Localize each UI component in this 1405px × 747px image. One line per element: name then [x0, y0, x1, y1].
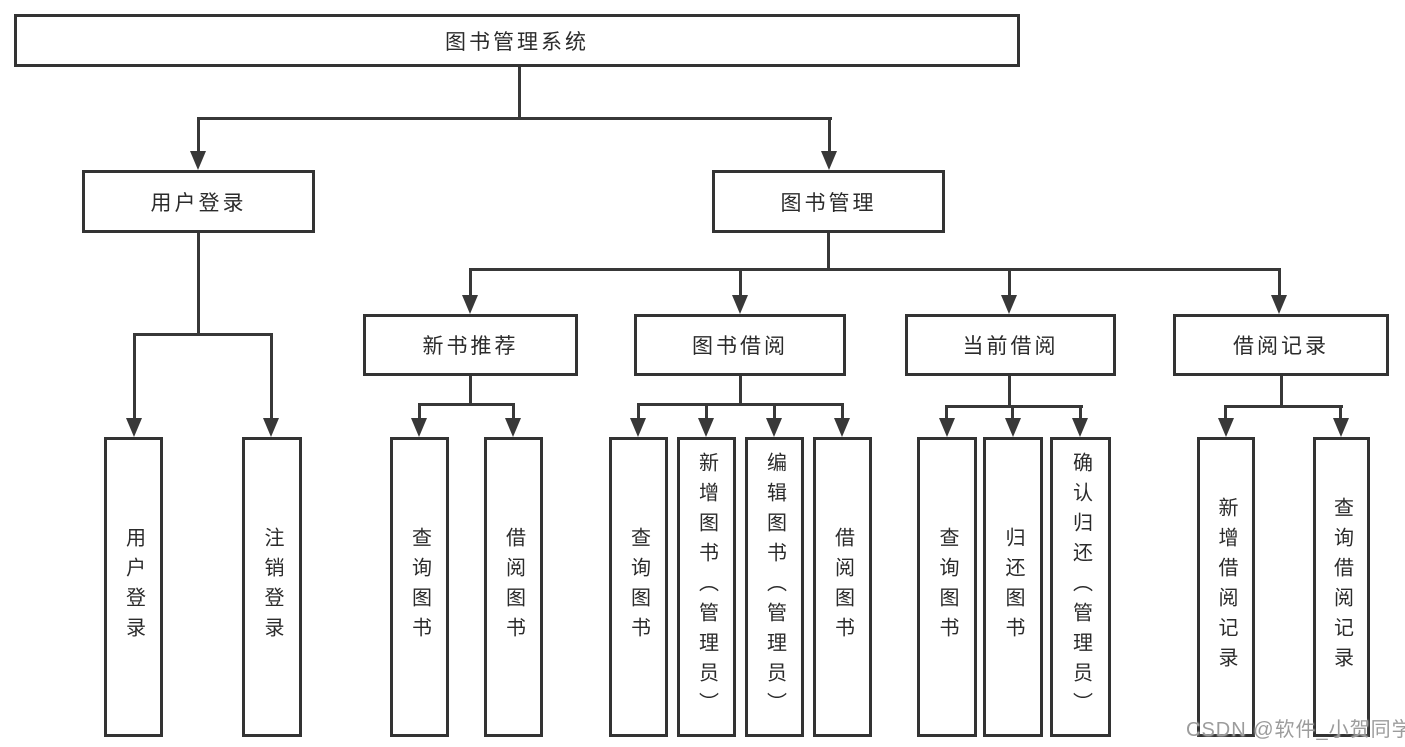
- node-label: 编辑图书（管理员）: [763, 452, 786, 722]
- connector-line: [739, 268, 742, 296]
- arrow-down-icon: [821, 151, 837, 170]
- node-label: 用户登录: [150, 191, 247, 215]
- connector-line: [418, 403, 421, 418]
- arrow-down-icon: [1333, 418, 1349, 437]
- csdn-watermark: CSDN @软件_小贺同学: [1186, 719, 1405, 741]
- arrow-down-icon: [1218, 418, 1234, 437]
- connector-line: [773, 403, 776, 418]
- leaf-add-borrow-record: 新增借阅记录: [1197, 437, 1255, 737]
- leaf-borrow-books: 借阅图书: [813, 437, 872, 737]
- node-label: 图书借阅: [692, 335, 788, 358]
- connector-line: [1011, 405, 1014, 418]
- arrow-down-icon: [698, 418, 714, 437]
- arrow-down-icon: [411, 418, 427, 437]
- arrow-down-icon: [190, 151, 206, 170]
- arrow-down-icon: [1005, 418, 1021, 437]
- node-label: 查询图书: [408, 527, 431, 647]
- node-new-book-recommendation: 新书推荐: [363, 314, 578, 376]
- connector-line: [946, 405, 1083, 408]
- arrow-down-icon: [126, 418, 142, 437]
- leaf-query-borrow-record: 查询借阅记录: [1313, 437, 1370, 737]
- arrow-down-icon: [263, 418, 279, 437]
- arrow-down-icon: [939, 418, 955, 437]
- connector-line: [197, 117, 200, 151]
- node-current-borrowing: 当前借阅: [905, 314, 1116, 376]
- node-label: 新书推荐: [422, 335, 519, 358]
- leaf-edit-books-admin: 编辑图书（管理员）: [745, 437, 804, 737]
- leaf-logout: 注销登录: [242, 437, 302, 737]
- connector-line: [1079, 405, 1082, 418]
- arrow-down-icon: [462, 295, 478, 314]
- connector-line: [739, 376, 742, 405]
- arrow-down-icon: [1271, 295, 1287, 314]
- node-label: 新增图书（管理员）: [695, 452, 718, 722]
- leaf-add-books-admin: 新增图书（管理员）: [677, 437, 736, 737]
- connector-line: [1224, 405, 1227, 418]
- node-label: 查询借阅记录: [1330, 497, 1353, 677]
- connector-line: [469, 376, 472, 405]
- node-label: 归还图书: [1002, 527, 1024, 647]
- arrow-down-icon: [630, 418, 646, 437]
- connector-line: [469, 268, 472, 296]
- connector-line: [1278, 268, 1281, 296]
- leaf-query-books-current: 查询图书: [917, 437, 977, 737]
- connector-line: [637, 403, 640, 418]
- connector-line: [197, 117, 832, 120]
- connector-line: [469, 268, 1281, 271]
- connector-line: [705, 403, 708, 418]
- arrow-down-icon: [766, 418, 782, 437]
- connector-line: [518, 67, 521, 117]
- connector-line: [1280, 376, 1283, 407]
- connector-line: [512, 403, 515, 418]
- node-label: 借阅图书: [831, 527, 854, 647]
- connector-line: [1008, 268, 1011, 296]
- leaf-return-books: 归还图书: [983, 437, 1043, 737]
- arrow-down-icon: [505, 418, 521, 437]
- leaf-query-books-borrowing: 查询图书: [609, 437, 668, 737]
- connector-line: [841, 403, 844, 418]
- node-label: 借阅记录: [1233, 335, 1329, 358]
- node-label: 借阅图书: [502, 527, 525, 647]
- node-user-login: 用户登录: [82, 170, 315, 233]
- node-book-management: 图书管理: [712, 170, 945, 233]
- node-label: 用户登录: [122, 527, 145, 647]
- leaf-borrow-books-recommend: 借阅图书: [484, 437, 543, 737]
- leaf-confirm-return-admin: 确认归还（管理员）: [1050, 437, 1111, 737]
- node-root-library-system: 图书管理系统: [14, 14, 1020, 67]
- connector-line: [418, 403, 515, 406]
- node-label: 当前借阅: [962, 335, 1059, 358]
- arrow-down-icon: [834, 418, 850, 437]
- connector-line: [828, 117, 831, 151]
- node-label: 图书管理: [780, 191, 877, 215]
- connector-line: [270, 333, 273, 418]
- node-label: 注销登录: [261, 527, 283, 647]
- connector-line: [133, 333, 136, 418]
- leaf-user-login: 用户登录: [104, 437, 163, 737]
- leaf-query-books-recommend: 查询图书: [390, 437, 449, 737]
- node-borrowing-records: 借阅记录: [1173, 314, 1389, 376]
- connector-line: [1008, 376, 1011, 407]
- node-label: 图书管理系统: [445, 30, 589, 54]
- node-label: 查询图书: [936, 527, 958, 647]
- node-label: 新增借阅记录: [1215, 497, 1237, 677]
- connector-line: [637, 403, 844, 406]
- connector-line: [945, 405, 948, 418]
- connector-line: [827, 233, 830, 271]
- arrow-down-icon: [1072, 418, 1088, 437]
- connector-line: [133, 333, 273, 336]
- connector-line: [1339, 405, 1342, 418]
- connector-line: [1225, 405, 1343, 408]
- arrow-down-icon: [1001, 295, 1017, 314]
- node-label: 查询图书: [627, 527, 650, 647]
- node-book-borrowing: 图书借阅: [634, 314, 846, 376]
- node-label: 确认归还（管理员）: [1069, 452, 1092, 722]
- connector-line: [197, 233, 200, 334]
- arrow-down-icon: [732, 295, 748, 314]
